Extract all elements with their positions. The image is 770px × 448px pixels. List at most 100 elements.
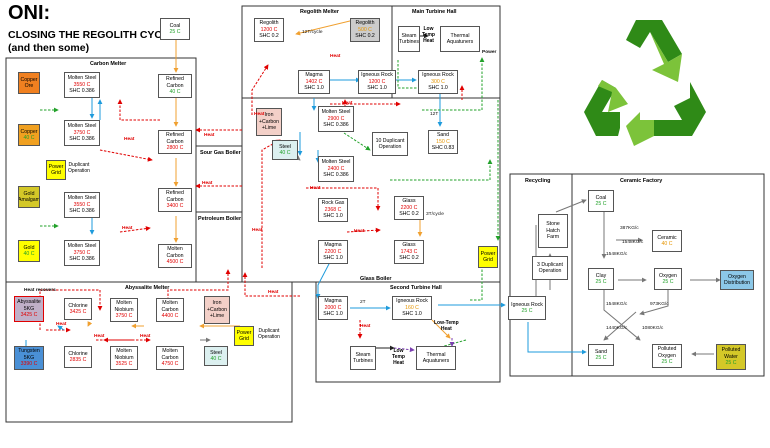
label-heat-11: Heat — [56, 322, 67, 327]
label-heat-7: Heat — [330, 54, 341, 59]
node-molten-steel-e: Molten Steel 2900 C SHC 0.386 — [318, 106, 354, 132]
label-heat-4: Heat — [124, 137, 135, 142]
node-10-duplicant-operation: 10 Duplicant Operation — [372, 132, 408, 156]
section-petroleum-boiler — [195, 211, 243, 283]
node-molten-steel-b: Molten Steel 3750 C SHC 0.386 — [64, 120, 100, 146]
label-low-temp-heat-1: Low Temp Heat — [422, 26, 435, 44]
label-duplicant-operation-3: Duplicant Operation — [258, 328, 280, 340]
label-duplicant-operation-1: Duplicant Operation — [68, 162, 90, 174]
label-low-temp-heat-3: Low Temp Heat — [392, 348, 405, 366]
node-molten-steel-f: Molten Steel 2400 C SHC 0.386 — [318, 156, 354, 182]
node-molten-carbon-2: Molten Carbon 4400 C — [156, 298, 184, 322]
label-rate-973: 973KG/c — [650, 302, 669, 307]
label-heat-13: Heat — [140, 334, 151, 339]
node-regolith-2: Regolith 500 C SHC 0.2 — [350, 18, 380, 42]
node-igneous-rock-4: Igneous Rock 25 C — [508, 296, 546, 320]
label-heat-10: Heat — [354, 229, 365, 234]
node-iron-carbon-lime-2: Iron +Carbon +Lime — [204, 296, 230, 324]
node-oxygen: Oxygen 25 C — [654, 268, 682, 290]
page-title: ONI: — [8, 2, 51, 24]
node-sand-1: Sand 150 C SHC 0.83 — [428, 130, 458, 154]
node-molten-niobium-2: Molten Niobium 3525 C — [110, 346, 138, 370]
label-heat-14: Heat — [360, 324, 371, 329]
node-magma-2: Magma 2200 C SHC 1.0 — [318, 240, 348, 264]
node-magma-3: Magma 2000 C SHC 1.0 — [318, 296, 348, 320]
node-steel-1: Steel 40 C — [272, 140, 298, 160]
node-molten-carbon-3: Molten Carbon 4750 C — [156, 346, 184, 370]
label-heat-8: Heat — [342, 101, 353, 106]
node-3-duplicant-operation: 3 Duplicant Operation — [532, 256, 568, 280]
label-heat-1: Heat — [204, 133, 215, 138]
page-subtitle: CLOSING THE REGOLITH CYCLE — [8, 29, 176, 41]
label-rate-12t-cycle: 12T/cycle — [302, 30, 323, 35]
node-copper-ore: Copper Ore — [18, 72, 40, 94]
node-igneous-rock-1: Igneous Rock 1200 C SHC 1.0 — [358, 70, 396, 94]
node-igneous-rock-2: Igneous Rock 300 C SHC 1.0 — [418, 70, 458, 94]
label-rate-2t: 2T — [360, 300, 366, 305]
node-power-grid-3: Power Grid — [234, 326, 254, 346]
label-rate-1080: 1080KG/c — [642, 326, 664, 331]
label-rate-1440: 1440KG/c — [606, 326, 628, 331]
node-abyssalite-5kg: Abyssalite 5KG 3425 C — [14, 296, 44, 322]
node-power-grid-2: Power Grid — [478, 246, 498, 268]
page-subtitle-2: (and then some) — [8, 42, 90, 54]
node-steam-turbines-2: Steam Turbines — [350, 346, 376, 370]
node-chlorine-2: Chlorine 2835 C — [64, 346, 92, 368]
label-rate-12t: 12T — [430, 112, 439, 117]
section-title-petroleum-boiler: Petroleum Boiler — [198, 216, 242, 222]
label-rate-1548-c: 1548KG/c — [606, 302, 628, 307]
node-steel-2: Steel 40 C — [204, 346, 228, 366]
node-molten-steel-d: Molten Steel 3750 C SHC 0.386 — [64, 240, 100, 266]
section-title-carbon-melter: Carbon Melter — [90, 61, 127, 67]
node-power-grid-1: Power Grid — [46, 160, 66, 180]
node-refined-carbon-2: Refined Carbon 2800 C — [158, 130, 192, 154]
label-heat-15: Heat — [268, 290, 279, 295]
node-gold: Gold 40 C — [18, 240, 40, 262]
section-second-turbine-hall — [315, 281, 501, 383]
node-molten-steel-c: Molten Steel 3550 C SHC 0.386 — [64, 192, 100, 218]
node-glass-2: Glass 1743 C SHC 0.2 — [394, 240, 424, 264]
section-title-second-turbine-hall: Second Turbine Hall — [390, 285, 442, 291]
section-title-sour-gas-boiler: Sour Gas Boiler — [200, 150, 241, 156]
node-polluted-oxygen: Polluted Oxygen 25 C — [652, 344, 682, 368]
node-ceramic: Ceramic 40 C — [652, 230, 682, 252]
node-oxygen-distribution: Oxygen Distribution — [720, 270, 754, 290]
node-clay: Clay 25 C — [588, 268, 614, 290]
node-thermal-aquatuners-2: Thermal Aquatuners — [416, 346, 456, 370]
node-coal: Coal 25 C — [160, 18, 190, 40]
node-molten-carbon-1: Molten Carbon 4500 C — [158, 244, 192, 268]
node-gold-amalgam: Gold Amalgam — [18, 186, 40, 208]
node-refined-carbon-1: Refined Carbon 40 C — [158, 74, 192, 98]
node-tungsten-5kg: Tungsten 5KG 3390 C — [14, 346, 44, 370]
node-iron-carbon-lime-1: Iron +Carbon +Lime — [256, 108, 282, 136]
node-chlorine-1: Chlorine 3425 C — [64, 298, 92, 320]
section-abyssalite-melter — [5, 281, 293, 423]
node-sand-2: Sand 25 C — [588, 344, 614, 366]
node-molten-niobium-1: Molten Niobium 3750 C — [110, 298, 138, 322]
label-heat-6: Heat — [254, 112, 265, 117]
label-heat-12: Heat — [94, 334, 105, 339]
node-igneous-rock-3: Igneous Rock 160 C SHC 1.0 — [392, 296, 432, 320]
label-heat-3: Heat — [122, 226, 133, 231]
node-rock-gas: Rock Gas 2368 C SHC 1.0 — [318, 198, 348, 222]
node-thermal-aquatuners-1: Thermal Aquatuners — [440, 26, 480, 52]
node-copper: Copper 40 C — [18, 124, 40, 146]
label-low-temp-heat-2: Low-Temp Heat — [434, 320, 459, 332]
section-title-recycling: Recycling — [525, 178, 551, 184]
label-heat-2: Heat — [202, 181, 213, 186]
node-regolith-1: Regolith 1200 C SHC 0.2 — [254, 18, 284, 42]
node-stone-hatch-farm: Stone Hatch Farm — [538, 214, 568, 248]
node-magma-1: Magma 1402 C SHC 1.0 — [298, 70, 330, 94]
label-rate-387: 387KG/c — [620, 226, 639, 231]
node-molten-steel-a: Molten Steel 3550 C SHC 0.386 — [64, 72, 100, 98]
section-ceramic-factory — [571, 173, 765, 377]
section-title-ceramic-factory: Ceramic Factory — [620, 178, 663, 184]
label-power: Power — [482, 50, 497, 55]
node-polluted-water: Polluted Water 25 C — [716, 344, 746, 370]
node-glass-1: Glass 2200 C SHC 0.2 — [394, 196, 424, 220]
node-coal-2: Coal 25 C — [588, 190, 614, 212]
recycle-icon — [584, 20, 706, 146]
label-heat-5: Heat — [252, 228, 263, 233]
section-title-main-turbine-hall: Main Turbine Hall — [412, 9, 457, 15]
section-title-abyssalite-melter: Abyssalite Melter — [125, 285, 170, 291]
